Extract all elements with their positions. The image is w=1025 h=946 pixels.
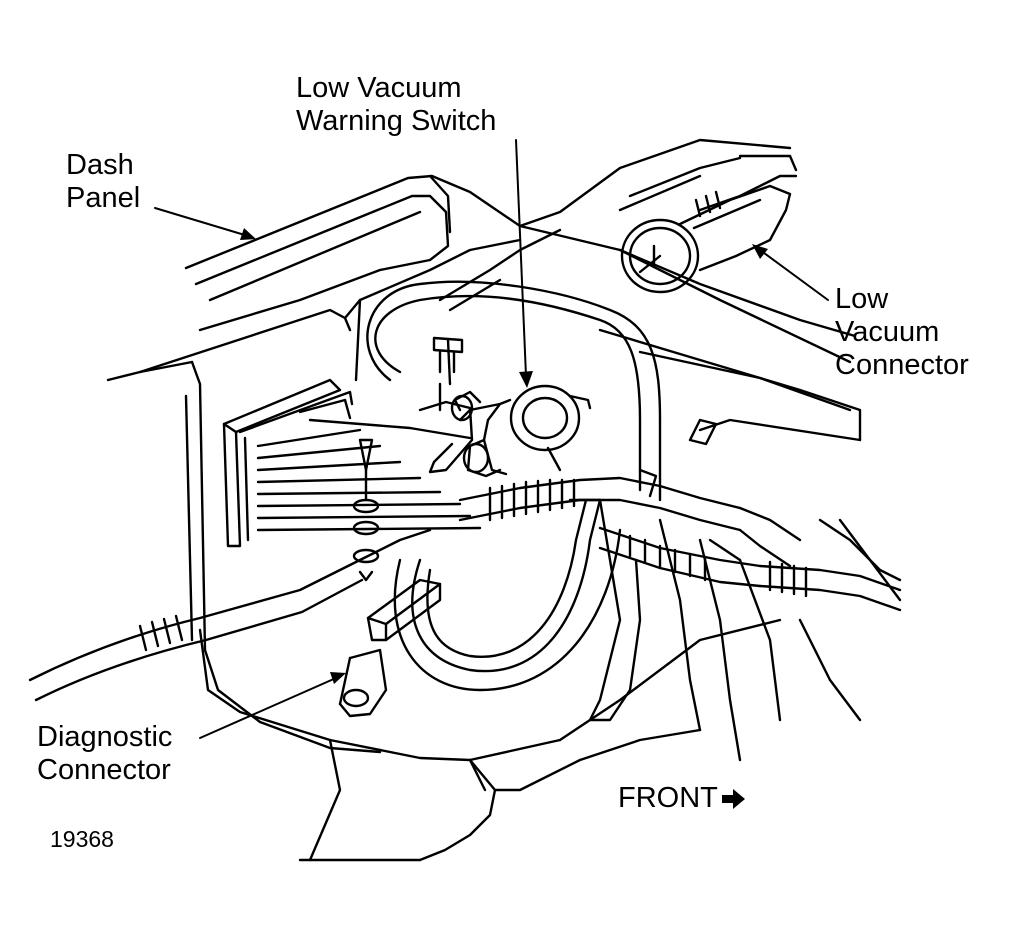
switch-bracket: [418, 336, 474, 474]
arrowhead-dash-panel: [240, 228, 256, 240]
leader-low-vacuum-connector: [759, 249, 829, 301]
label-line: Connector: [835, 349, 969, 381]
low-vacuum-connector: [618, 154, 798, 294]
bulkhead-connector: [222, 378, 482, 548]
figure-number: 19368: [50, 826, 114, 852]
label-low-vacuum-connector: Low Vacuum Connector: [835, 283, 969, 382]
leader-arrowheads: [240, 228, 768, 684]
arrowhead-switch: [519, 371, 533, 388]
label-line: Low: [835, 283, 889, 315]
front-direction-indicator: FRONT: [618, 782, 746, 815]
leader-arrows: [154, 139, 829, 739]
arrowhead-diagnostic: [330, 672, 346, 684]
label-line: Dash: [66, 149, 134, 181]
cowl-edge: [518, 224, 862, 442]
diagnostic-connector: [338, 578, 442, 718]
label-line: Diagnostic: [37, 721, 173, 753]
label-line: Vacuum: [835, 316, 940, 348]
low-vacuum-warning-switch: [450, 384, 592, 478]
wiring-harness: [458, 476, 902, 612]
leader-switch: [515, 139, 527, 377]
vacuum-hose: [366, 228, 662, 502]
label-line: Warning Switch: [296, 105, 497, 137]
leader-diagnostic: [199, 677, 337, 739]
fastener-stack: [352, 438, 380, 582]
front-label: FRONT: [618, 782, 718, 814]
label-line: Low Vacuum: [296, 72, 462, 104]
leader-dash-panel: [154, 207, 249, 237]
label-diagnostic-connector: Diagnostic Connector: [37, 721, 172, 787]
wiring-clips: [568, 418, 742, 562]
label-dash-panel: Dash Panel: [66, 149, 140, 215]
arrowhead-low-vacuum-connector: [752, 244, 768, 259]
label-low-vacuum-warning-switch: Low Vacuum Warning Switch: [296, 72, 496, 138]
right-arrow-icon: [721, 789, 745, 810]
label-line: Panel: [66, 182, 141, 214]
lower-left-cable: [28, 528, 432, 702]
label-line: Connector: [37, 754, 171, 786]
cable-loops: [393, 498, 902, 762]
